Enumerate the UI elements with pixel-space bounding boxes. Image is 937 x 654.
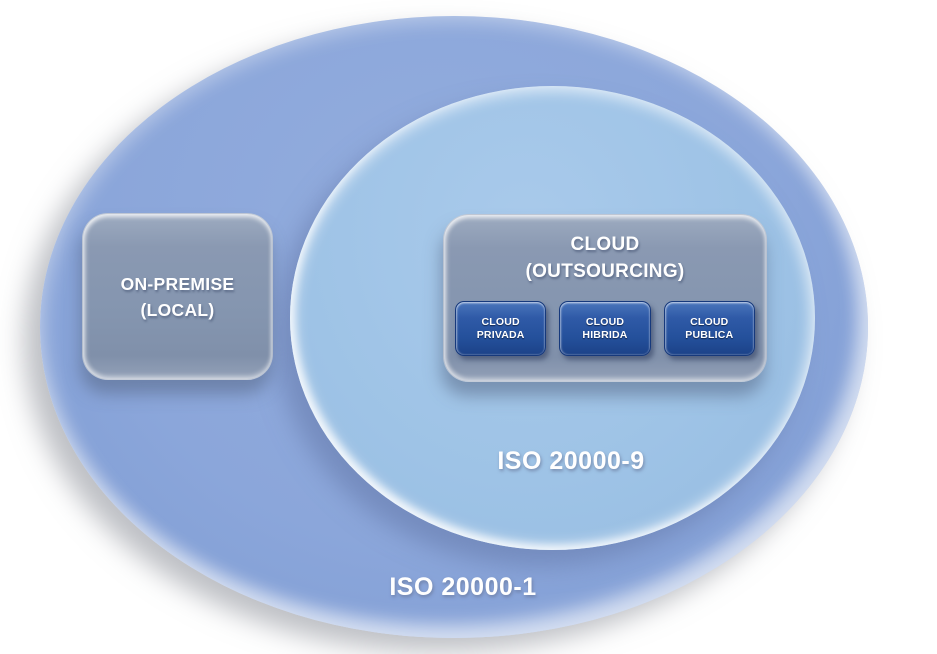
on-premise-box: ON-PREMISE (LOCAL) xyxy=(82,213,273,380)
cloud-privada-label-line1: CLOUD xyxy=(481,315,520,328)
cloud-label-line2: (OUTSOURCING) xyxy=(525,261,685,282)
cloud-hibrida-box: CLOUD HIBRIDA xyxy=(559,301,651,356)
cloud-privada-label-line2: PRIVADA xyxy=(476,328,525,341)
cloud-label-line1: CLOUD xyxy=(570,234,640,255)
cloud-publica-label-line2: PUBLICA xyxy=(685,328,734,341)
iso-20000-1-label: ISO 20000-1 xyxy=(389,573,537,601)
iso-20000-9-label: ISO 20000-9 xyxy=(497,447,645,475)
on-premise-label-line2: (LOCAL) xyxy=(140,299,215,320)
cloud-outsourcing-title: CLOUD (OUTSOURCING) xyxy=(444,215,766,285)
cloud-hibrida-label-line1: CLOUD xyxy=(585,315,625,328)
cloud-hibrida-label-line2: HIBRIDA xyxy=(582,328,628,341)
cloud-privada-box: CLOUD PRIVADA xyxy=(455,301,547,356)
cloud-publica-label-line1: CLOUD xyxy=(690,315,729,328)
cloud-outsourcing-box: CLOUD (OUTSOURCING) CLOUD PRIVADA CLOUD … xyxy=(443,214,767,382)
cloud-publica-box: CLOUD PUBLICA xyxy=(663,301,755,356)
cloud-sub-boxes-row: CLOUD PRIVADA CLOUD HIBRIDA CLOUD PUBLIC… xyxy=(455,301,755,356)
on-premise-label-line1: ON-PREMISE xyxy=(120,273,235,294)
